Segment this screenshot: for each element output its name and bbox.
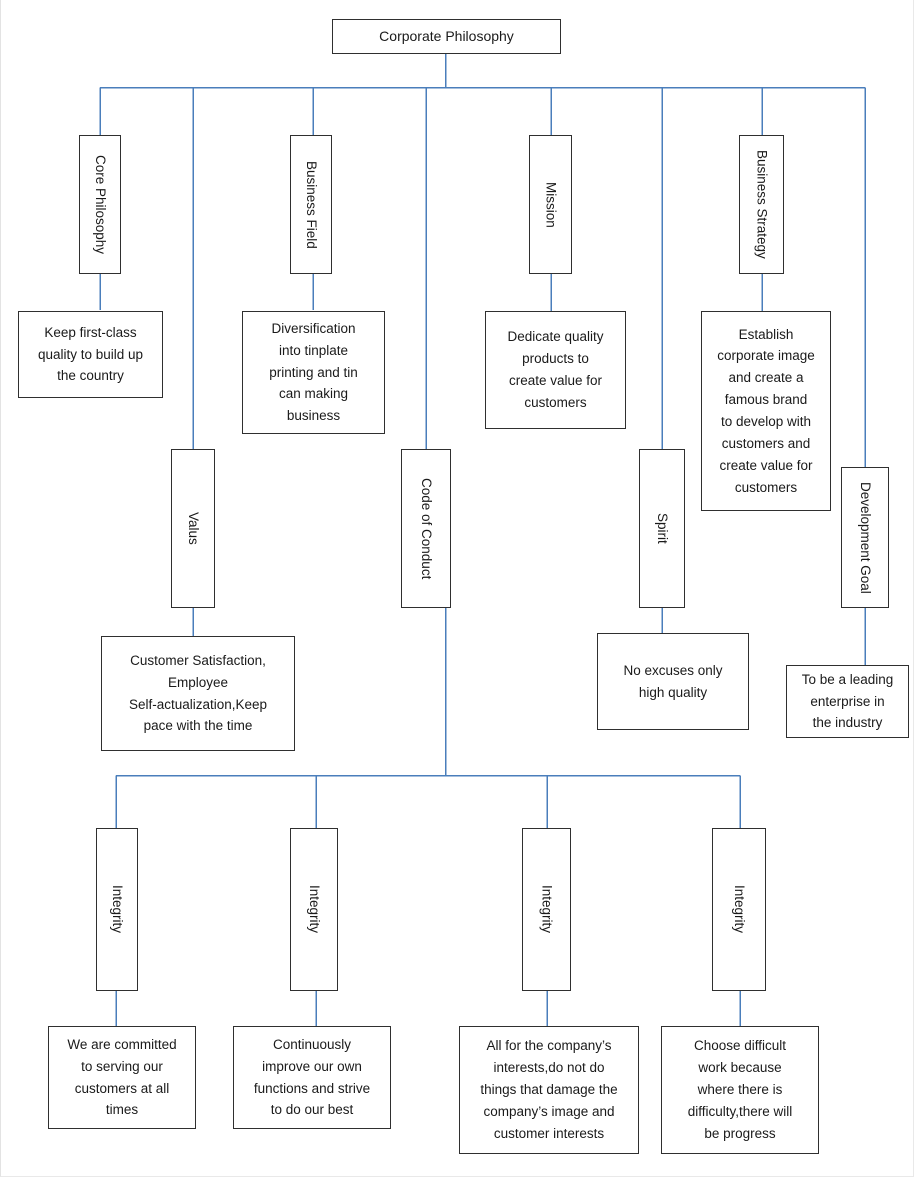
node-integrity-1[interactable]: Integrity — [96, 828, 138, 991]
leaf-text: Diversification into tinplate printing a… — [269, 320, 358, 424]
leaf-mission[interactable]: Dedicate quality products to create valu… — [485, 311, 626, 429]
node-spirit[interactable]: Spirit — [639, 449, 685, 608]
leaf-text: Establish corporate image and create a f… — [717, 326, 815, 495]
node-integrity-2[interactable]: Integrity — [290, 828, 338, 991]
node-label: Code of Conduct — [418, 477, 434, 580]
node-label: Integrity — [731, 885, 747, 934]
leaf-text: Continuously improve our own functions a… — [253, 1036, 371, 1118]
node-label: Business Strategy — [754, 150, 770, 259]
node-label: Business Field — [303, 160, 319, 249]
leaf-valus[interactable]: Customer Satisfaction, Employee Self-act… — [101, 636, 295, 751]
node-mission[interactable]: Mission — [529, 135, 572, 274]
leaf-integrity-4[interactable]: Choose difficult work because where ther… — [661, 1026, 819, 1154]
leaf-text: Choose difficult work because where ther… — [687, 1038, 793, 1141]
node-label: Corporate Philosophy — [379, 28, 514, 45]
node-label: Development Goal — [857, 481, 873, 594]
node-integrity-3[interactable]: Integrity — [522, 828, 571, 991]
leaf-business-strategy[interactable]: Establish corporate image and create a f… — [701, 311, 831, 511]
leaf-core-philosophy[interactable]: Keep first-class quality to build up the… — [18, 311, 163, 398]
node-label: Core Philosophy — [92, 154, 108, 255]
node-development-goal[interactable]: Development Goal — [841, 467, 889, 608]
node-valus[interactable]: Valus — [171, 449, 215, 608]
node-label: Integrity — [306, 885, 322, 934]
node-business-field[interactable]: Business Field — [290, 135, 332, 274]
node-integrity-4[interactable]: Integrity — [712, 828, 766, 991]
node-label: Mission — [543, 181, 559, 228]
leaf-text: Dedicate quality products to create valu… — [507, 329, 604, 410]
leaf-text: To be a leading enterprise in the indust… — [801, 671, 894, 731]
node-business-strategy[interactable]: Business Strategy — [739, 135, 784, 274]
node-corporate-philosophy[interactable]: Corporate Philosophy — [332, 19, 561, 54]
leaf-development-goal[interactable]: To be a leading enterprise in the indust… — [786, 665, 909, 738]
leaf-integrity-2[interactable]: Continuously improve our own functions a… — [233, 1026, 391, 1129]
leaf-text: No excuses only high quality — [623, 662, 723, 700]
node-code-of-conduct[interactable]: Code of Conduct — [401, 449, 451, 608]
leaf-text: All for the company’s interests,do not d… — [480, 1038, 618, 1141]
leaf-text: We are committed to serving our customer… — [67, 1036, 177, 1118]
leaf-integrity-3[interactable]: All for the company’s interests,do not d… — [459, 1026, 639, 1154]
leaf-text: Keep first-class quality to build up the… — [37, 324, 144, 384]
node-label: Valus — [185, 512, 201, 545]
node-core-philosophy[interactable]: Core Philosophy — [79, 135, 121, 274]
leaf-integrity-1[interactable]: We are committed to serving our customer… — [48, 1026, 196, 1129]
node-label: Spirit — [654, 513, 670, 544]
leaf-text: Customer Satisfaction, Employee Self-act… — [128, 652, 268, 734]
node-label: Integrity — [109, 885, 125, 934]
node-label: Integrity — [539, 885, 555, 934]
leaf-spirit[interactable]: No excuses only high quality — [597, 633, 749, 730]
leaf-business-field[interactable]: Diversification into tinplate printing a… — [242, 311, 385, 434]
